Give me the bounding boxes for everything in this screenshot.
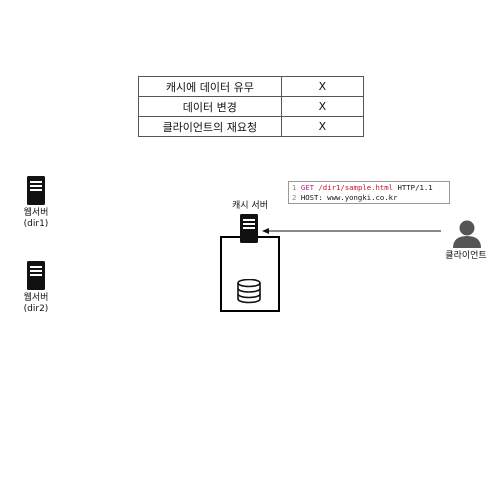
client-label: 클라이언트 xyxy=(445,251,487,261)
request-line-2: 2 HOST: www.yongki.co.kr xyxy=(292,193,449,203)
server-icon xyxy=(27,261,45,290)
request-path: /dir1/sample.html xyxy=(318,183,394,192)
http-protocol: HTTP/1.1 xyxy=(397,183,433,192)
web-server-label-dir2: 웹서버 (dir2) xyxy=(16,293,56,315)
host-header: HOST: www.yongki.co.kr xyxy=(300,193,398,202)
web-server-name: 웹서버 xyxy=(23,208,49,218)
condition-value: X xyxy=(280,76,365,97)
table-row: 데이터 변경 X xyxy=(138,96,365,117)
condition-label: 캐시에 데이터 유무 xyxy=(138,76,282,97)
server-icon xyxy=(27,176,45,205)
request-arrow xyxy=(262,228,441,234)
condition-value: X xyxy=(280,116,365,137)
server-icon xyxy=(240,214,258,243)
web-server-dir: (dir2) xyxy=(23,304,49,314)
user-icon xyxy=(453,220,481,248)
table-row: 클라이언트의 재요청 X xyxy=(138,116,365,137)
condition-value: X xyxy=(280,96,365,117)
cache-condition-table: 캐시에 데이터 유무 X 데이터 변경 X 클라이언트의 재요청 X xyxy=(138,76,365,137)
web-server-dir: (dir1) xyxy=(23,219,49,229)
database-icon xyxy=(237,279,261,304)
line-number: 1 xyxy=(292,183,297,192)
cache-server-label: 캐시 서버 xyxy=(232,201,268,211)
http-method: GET xyxy=(300,183,314,192)
table-row: 캐시에 데이터 유무 X xyxy=(138,76,365,97)
web-server-label-dir1: 웹서버 (dir1) xyxy=(16,208,56,230)
web-server-name: 웹서버 xyxy=(23,293,49,303)
request-line-1: 1 GET /dir1/sample.html HTTP/1.1 xyxy=(292,183,449,193)
line-number: 2 xyxy=(292,193,297,202)
condition-label: 데이터 변경 xyxy=(138,96,282,117)
condition-label: 클라이언트의 재요청 xyxy=(138,116,282,137)
